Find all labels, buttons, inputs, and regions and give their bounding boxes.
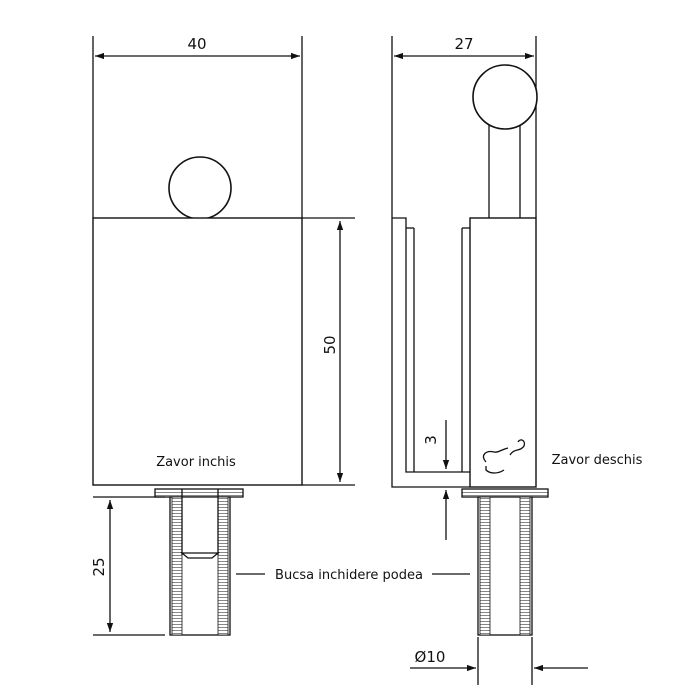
dimension-label-3: 3 xyxy=(422,435,440,445)
bushing-flange-side xyxy=(461,488,549,498)
bracket-outer xyxy=(391,218,470,488)
bushing-knurl-left xyxy=(171,496,183,636)
body-front xyxy=(92,217,303,486)
front-view xyxy=(92,36,355,636)
pin-tip xyxy=(180,552,220,559)
bushing-knurl-side-right xyxy=(519,496,531,636)
side-view xyxy=(391,36,588,685)
latch-spring-2 xyxy=(485,466,505,474)
label-bushing: Bucsa inchidere podea xyxy=(275,568,423,583)
dimension-label-40: 40 xyxy=(187,35,206,53)
label-closed: Zavor inchis xyxy=(156,455,236,470)
knob-side xyxy=(472,64,538,130)
dimension-label-27: 27 xyxy=(454,35,473,53)
dimension-label-50: 50 xyxy=(321,335,339,354)
bushing-flange-front xyxy=(154,488,244,498)
label-open: Zavor deschis xyxy=(552,453,643,468)
bracket-inner xyxy=(392,217,470,473)
housing-side xyxy=(469,217,537,488)
latch-spring xyxy=(482,439,526,463)
bushing-knurl-right xyxy=(217,496,229,636)
dimension-label-diameter: Ø10 xyxy=(415,648,446,666)
knob-front xyxy=(168,156,232,220)
bushing-knurl-side-left xyxy=(479,496,491,636)
dimension-label-25: 25 xyxy=(90,557,108,576)
